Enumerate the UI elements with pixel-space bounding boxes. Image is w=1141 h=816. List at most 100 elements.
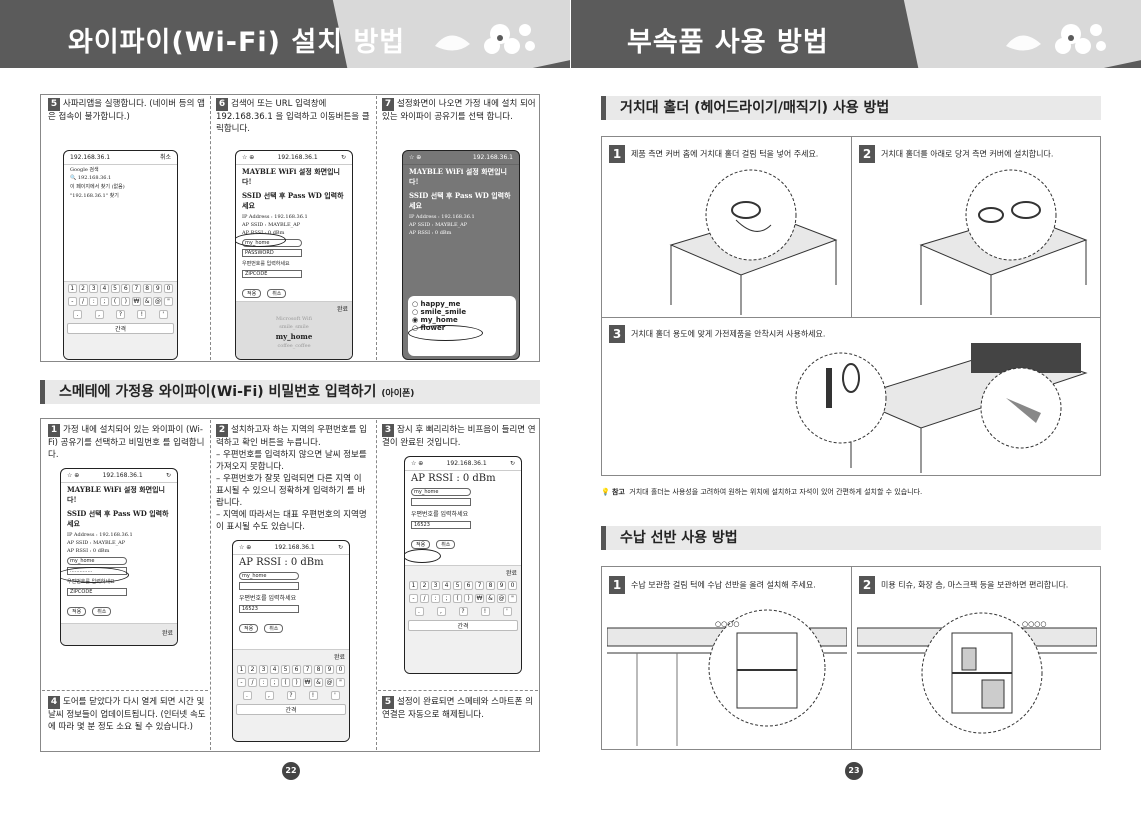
- key[interactable]: .: [73, 310, 83, 319]
- key[interactable]: ₩: [475, 594, 484, 603]
- key[interactable]: .: [414, 607, 424, 616]
- key[interactable]: 6: [292, 665, 301, 674]
- key[interactable]: :: [431, 594, 440, 603]
- key[interactable]: 1: [409, 581, 418, 590]
- key[interactable]: :: [259, 678, 268, 687]
- zipcode-input[interactable]: 16523: [239, 605, 299, 613]
- key[interactable]: 0: [508, 581, 517, 590]
- key[interactable]: 2: [78, 284, 88, 293]
- key[interactable]: 8: [314, 665, 323, 674]
- key[interactable]: /: [248, 678, 257, 687]
- key[interactable]: 2: [248, 665, 257, 674]
- key[interactable]: 7: [303, 665, 312, 674]
- key[interactable]: !: [480, 607, 490, 616]
- key[interactable]: &: [314, 678, 323, 687]
- page-header: 부속품 사용 방법: [571, 0, 1141, 68]
- key[interactable]: ): [121, 297, 131, 306]
- key[interactable]: &: [486, 594, 495, 603]
- note: 💡 참고 거치대 홀더는 사용성을 고려하여 원하는 위치에 설치하고 자석이 …: [601, 488, 923, 496]
- key[interactable]: ₩: [303, 678, 312, 687]
- key[interactable]: ₩: [131, 297, 141, 306]
- key[interactable]: ,: [264, 691, 274, 700]
- key[interactable]: 3: [259, 665, 268, 674]
- phone-password-screen: ☆ ⊕192.168.36.1↻ MAYBLE WiFi 설정 화면입니다! S…: [60, 468, 178, 646]
- apply-button[interactable]: 적용: [411, 540, 431, 549]
- key[interactable]: ): [292, 678, 301, 687]
- key[interactable]: 4: [99, 284, 109, 293]
- ssid-picker[interactable]: 완료 Microsoft Wifi smile_smile my_home co…: [236, 301, 352, 359]
- key[interactable]: 6: [121, 284, 131, 293]
- key[interactable]: ': [502, 607, 512, 616]
- key[interactable]: 4: [270, 665, 279, 674]
- key[interactable]: @: [153, 297, 163, 306]
- key[interactable]: 5: [110, 284, 120, 293]
- key[interactable]: ;: [99, 297, 109, 306]
- key[interactable]: 9: [325, 665, 334, 674]
- key[interactable]: 3: [431, 581, 440, 590]
- key[interactable]: ": [508, 594, 517, 603]
- key[interactable]: 7: [475, 581, 484, 590]
- key[interactable]: :: [89, 297, 99, 306]
- key[interactable]: (: [110, 297, 120, 306]
- svg-text:○○○○: ○○○○: [715, 620, 739, 628]
- key[interactable]: 4: [442, 581, 451, 590]
- key[interactable]: .: [242, 691, 252, 700]
- key[interactable]: 3: [89, 284, 99, 293]
- wifi-password-section-title: 스메테에 가정용 와이파이(Wi-Fi) 비밀번호 입력하기 (아이폰): [40, 380, 540, 404]
- key[interactable]: (: [453, 594, 462, 603]
- key[interactable]: ;: [442, 594, 451, 603]
- key[interactable]: -: [67, 297, 77, 306]
- key[interactable]: /: [78, 297, 88, 306]
- key[interactable]: ': [330, 691, 340, 700]
- key[interactable]: 8: [142, 284, 152, 293]
- key[interactable]: 0: [164, 284, 174, 293]
- key[interactable]: &: [142, 297, 152, 306]
- key[interactable]: 9: [497, 581, 506, 590]
- shelf-frame: [601, 566, 1101, 750]
- key[interactable]: ": [164, 297, 174, 306]
- key[interactable]: ,: [436, 607, 446, 616]
- key[interactable]: 1: [67, 284, 77, 293]
- key[interactable]: (: [281, 678, 290, 687]
- key[interactable]: !: [137, 310, 147, 319]
- url-bar[interactable]: 192.168.36.1: [70, 154, 111, 161]
- key[interactable]: /: [420, 594, 429, 603]
- key[interactable]: @: [497, 594, 506, 603]
- key[interactable]: 7: [131, 284, 141, 293]
- holder-usage-illustration: [795, 343, 1088, 473]
- key[interactable]: 5: [453, 581, 462, 590]
- key[interactable]: ,: [94, 310, 104, 319]
- key[interactable]: 5: [281, 665, 290, 674]
- bottom-steps-frame: [40, 418, 540, 752]
- key[interactable]: ?: [286, 691, 296, 700]
- key[interactable]: !: [308, 691, 318, 700]
- key[interactable]: 2: [420, 581, 429, 590]
- key[interactable]: 8: [486, 581, 495, 590]
- key[interactable]: ): [464, 594, 473, 603]
- key[interactable]: -: [237, 678, 246, 687]
- key[interactable]: ?: [115, 310, 125, 319]
- key[interactable]: 9: [153, 284, 163, 293]
- key[interactable]: ?: [458, 607, 468, 616]
- key[interactable]: 0: [336, 665, 345, 674]
- key[interactable]: ': [158, 310, 168, 319]
- key[interactable]: 6: [464, 581, 473, 590]
- shelf-install-illustration-1: ○○○○: [607, 609, 847, 746]
- key[interactable]: ": [336, 678, 345, 687]
- key[interactable]: ;: [270, 678, 279, 687]
- key[interactable]: -: [409, 594, 418, 603]
- key[interactable]: @: [325, 678, 334, 687]
- key[interactable]: 1: [237, 665, 246, 674]
- page-number: 23: [845, 762, 863, 780]
- svg-text:○○○○: ○○○○: [1022, 620, 1046, 628]
- holder-section-title: 거치대 홀더 (헤어드라이기/매직기) 사용 방법: [601, 96, 1101, 120]
